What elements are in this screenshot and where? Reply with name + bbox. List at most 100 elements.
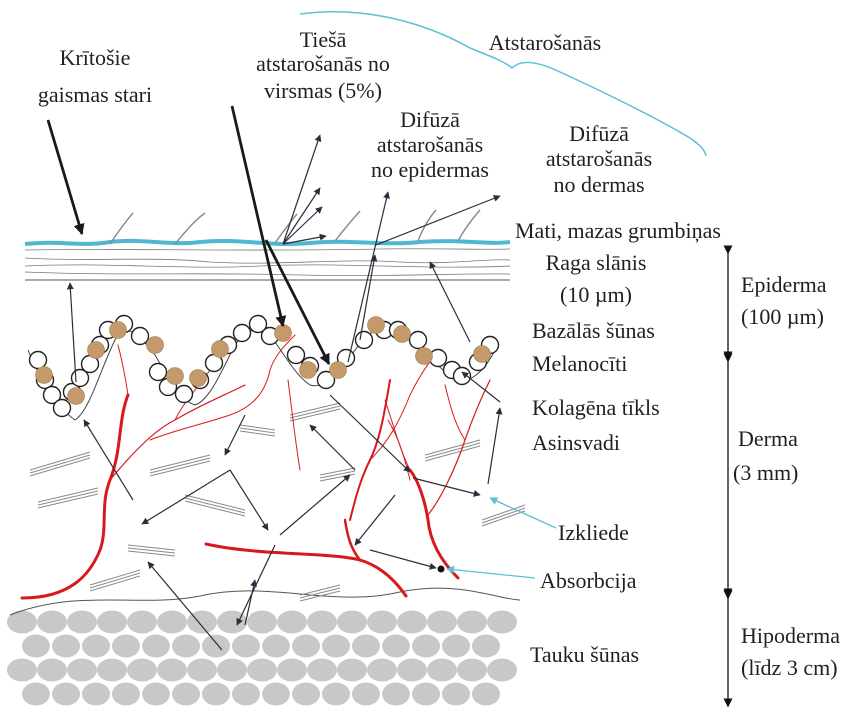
collagen-fiber	[185, 501, 245, 516]
reflection-label: Atstarošanās	[489, 30, 601, 55]
fat-cell	[262, 683, 290, 706]
collagen-fiber	[150, 455, 210, 470]
scattering-pointer	[490, 498, 556, 528]
collagen-fiber	[482, 505, 525, 520]
melanocyte	[167, 368, 184, 385]
collagen-fiber	[90, 573, 140, 588]
fat-cell	[82, 683, 110, 706]
collagen-fiber	[150, 461, 210, 476]
fat-cell	[487, 611, 517, 634]
basal-cell	[234, 325, 251, 342]
fat-cell	[67, 611, 97, 634]
collagen-fiber	[320, 468, 355, 475]
fat-cell	[187, 659, 217, 682]
fat-cells-label: Tauku šūnas	[530, 642, 639, 667]
fat-cell	[292, 635, 320, 658]
fat-cell	[172, 635, 200, 658]
fat-cell	[442, 683, 470, 706]
collagen-fiber	[30, 455, 90, 473]
collagen-fiber	[290, 406, 340, 418]
fat-cell	[112, 683, 140, 706]
diffuse-dermis-label-line3: no dermas	[553, 172, 644, 197]
collagen-fiber	[425, 440, 480, 455]
diffuse-dermis-label-line2: atstarošanās	[546, 146, 652, 171]
fat-cell	[37, 611, 67, 634]
fat-cell	[22, 683, 50, 706]
fat-cell	[202, 683, 230, 706]
hypodermis-label-line2: (līdz 3 cm)	[741, 655, 838, 680]
collagen-fiber	[185, 498, 245, 513]
fat-cell	[217, 659, 247, 682]
fat-cell	[487, 659, 517, 682]
fat-cell	[247, 659, 277, 682]
fat-cell	[367, 659, 397, 682]
collagen-fiber	[425, 443, 480, 458]
fat-cell	[307, 659, 337, 682]
fat-cell	[382, 683, 410, 706]
fat-cell	[127, 659, 157, 682]
fat-cell	[277, 659, 307, 682]
fat-cell	[397, 659, 427, 682]
fat-cell	[262, 635, 290, 658]
basal-cell	[54, 400, 71, 417]
absorption-pointer	[447, 569, 535, 578]
incident-rays-label-line1: Krītošie	[60, 45, 131, 70]
stratum-corneum-label-line1: Raga slānis	[546, 250, 647, 275]
collagen-fiber	[90, 576, 140, 591]
fat-cell	[337, 659, 367, 682]
fat-cell	[382, 635, 410, 658]
basal-cell	[150, 364, 167, 381]
melanocyte	[474, 346, 491, 363]
incident-rays-label-line2: gaismas stari	[38, 82, 152, 107]
melanocyte	[300, 362, 317, 379]
diffuse-dermis-label-line1: Difūzā	[569, 121, 629, 146]
fat-cell	[457, 611, 487, 634]
fat-cell	[427, 611, 457, 634]
hair-label: Mati, mazas grumbiņas	[515, 218, 721, 243]
diffuse-epidermis-label-line3: no epidermas	[371, 157, 489, 182]
melanocyte	[36, 367, 53, 384]
fat-cell	[82, 635, 110, 658]
melanocyte	[416, 348, 433, 365]
collagen-fiber	[290, 403, 340, 415]
fat-cell	[142, 683, 170, 706]
fat-cell	[247, 611, 277, 634]
epidermis-label-line2: (100 µm)	[741, 304, 824, 329]
fat-cell	[97, 611, 127, 634]
fat-cell	[52, 635, 80, 658]
dermis-label-line1: Derma	[738, 426, 798, 451]
fat-cell	[412, 635, 440, 658]
collagen-fiber	[185, 495, 245, 510]
basal-cell	[288, 347, 305, 364]
fat-cell	[232, 683, 260, 706]
fat-cell	[442, 635, 470, 658]
melanocyte	[368, 317, 385, 334]
diffuse-epidermis-label-line1: Difūzā	[400, 107, 460, 132]
fat-cell	[352, 635, 380, 658]
fat-cell	[322, 635, 350, 658]
fat-cell	[157, 659, 187, 682]
diffuse-epidermis-label-line2: atstarošanās	[377, 132, 483, 157]
fat-cell	[157, 611, 187, 634]
dermis-label-line2: (3 mm)	[733, 460, 798, 485]
melanocyte	[394, 326, 411, 343]
fat-cell	[427, 659, 457, 682]
fat-cell	[367, 611, 397, 634]
fat-cell	[172, 683, 200, 706]
fat-cell	[142, 635, 170, 658]
scatter-arrows	[70, 135, 500, 650]
collagen-fiber	[150, 458, 210, 473]
epidermis-label-line1: Epiderma	[741, 272, 827, 297]
fat-cell	[322, 683, 350, 706]
fat-cell	[412, 683, 440, 706]
basal-cell	[356, 332, 373, 349]
melanocyte	[190, 370, 207, 387]
fat-cell	[202, 635, 230, 658]
melanocyte	[147, 337, 164, 354]
fat-cell	[472, 683, 500, 706]
collagen-fiber	[425, 446, 480, 461]
fat-cell	[37, 659, 67, 682]
fat-cell	[232, 635, 260, 658]
melanocyte	[88, 342, 105, 359]
